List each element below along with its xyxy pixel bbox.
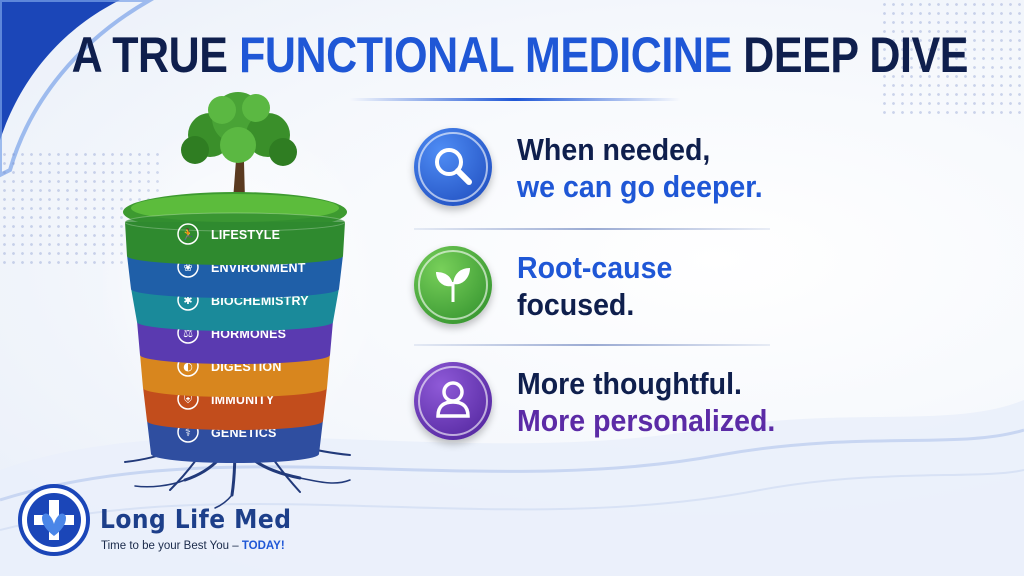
magnifier-icon — [414, 128, 492, 206]
tagline-today: TODAY! — [241, 540, 285, 552]
title-underline — [350, 98, 680, 101]
brand-name: Long Life Med — [100, 505, 292, 535]
dna-icon-glyph: ⚕ — [185, 426, 191, 439]
stomach-icon-glyph: ◐ — [183, 360, 193, 373]
feature-3-line2: More personalized. — [517, 403, 776, 438]
logo-icon — [18, 484, 90, 556]
tagline-main: Time to be your Best You – — [101, 540, 242, 552]
balance-scale-icon-glyph: ⚖ — [183, 327, 193, 340]
tree-graphic — [181, 92, 297, 200]
running-person-icon-glyph: 🏃 — [181, 228, 195, 241]
feature-2-line1: Root-cause — [517, 250, 673, 285]
layer-band — [143, 387, 327, 430]
feature-2-line2: focused. — [517, 287, 635, 322]
dot-pattern-right — [880, 0, 1024, 120]
running-person-icon — [177, 223, 199, 245]
leaf-sprout-icon — [414, 246, 492, 324]
layer-label: LIFESTYLE — [211, 228, 280, 242]
page-title: A TRUE FUNCTIONAL MEDICINE DEEP DIVE — [71, 26, 969, 84]
leaf-icon-glyph: ❀ — [183, 261, 192, 274]
person-icon — [414, 362, 492, 440]
layer-band — [137, 321, 333, 364]
layer-band — [140, 354, 330, 397]
title-part1: A TRUE — [71, 27, 240, 83]
layer-band — [131, 288, 339, 331]
shield-icon-glyph: ⛨ — [184, 393, 193, 406]
feature-go-deeper: When needed, we can go deeper. — [414, 124, 794, 210]
molecule-icon-glyph: ✱ — [183, 294, 192, 307]
feature-root-cause: Root-cause focused. — [414, 242, 794, 328]
divider-1 — [414, 228, 770, 230]
layer-rim — [124, 212, 346, 232]
layer-band — [127, 255, 343, 298]
title-highlight: FUNCTIONAL MEDICINE — [239, 27, 732, 83]
layer-band — [125, 222, 345, 265]
title-part2: DEEP DIVE — [731, 27, 969, 83]
brand-tagline: Time to be your Best You – TODAY! — [101, 540, 285, 552]
feature-personalized: More thoughtful. More personalized. — [414, 358, 794, 444]
feature-3-line1: More thoughtful. — [517, 366, 742, 401]
feature-1-line2: we can go deeper. — [517, 169, 763, 204]
layer-band — [147, 420, 323, 463]
divider-2 — [414, 344, 770, 346]
feature-1-line1: When needed, — [517, 132, 711, 167]
layer-lifestyle: 🏃 LIFESTYLE — [124, 212, 346, 265]
